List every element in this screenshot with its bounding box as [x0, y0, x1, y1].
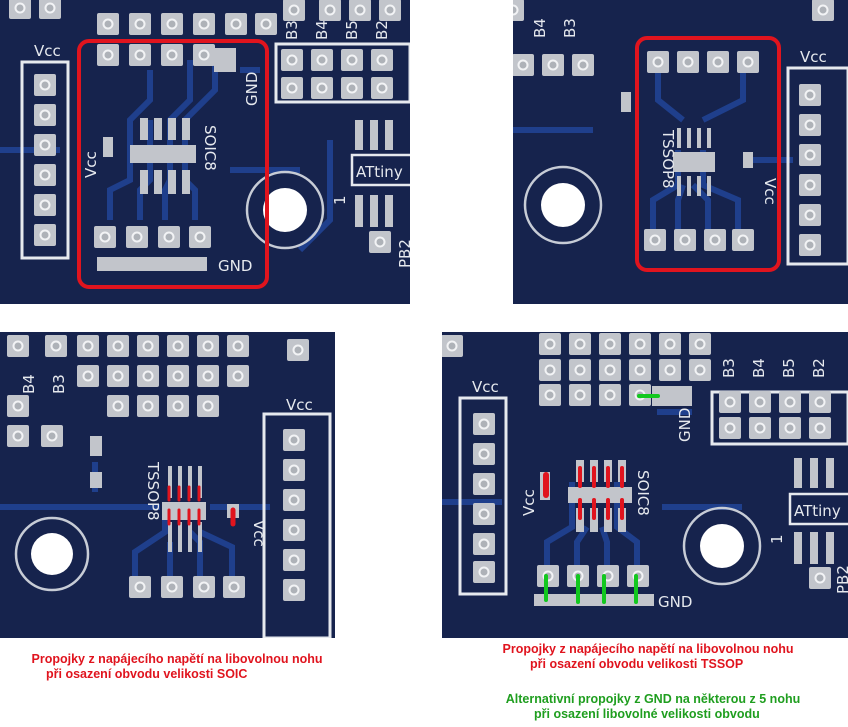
label-package: TSSOP8	[659, 129, 677, 189]
caption-gnd: Alternativní propojky z GND na některou …	[478, 692, 828, 722]
caption-tssop-line1: Propojky z napájecího napětí na libovoln…	[502, 642, 794, 656]
label-vcc-chip: Vcc	[520, 489, 538, 516]
highlight-tssop	[635, 36, 781, 272]
label-b4: B4	[750, 358, 768, 378]
caption-tssop-line2: při osazení obvodu velikosti TSSOP	[530, 657, 744, 671]
label-package: SOIC8	[201, 125, 219, 171]
label-b2: B2	[373, 20, 391, 40]
vcc-jumper-marks	[167, 485, 236, 527]
label-vcc-header: Vcc	[800, 48, 827, 66]
label-b2: B2	[810, 358, 828, 378]
label-vcc-header: Vcc	[286, 396, 313, 414]
label-b3: B3	[283, 20, 301, 40]
vcc-jumper-marks	[543, 466, 624, 520]
photo-tssop-board: B4 B3 Vcc TSSOP8 Vcc	[513, 0, 848, 304]
label-gnd-bottom: GND	[218, 257, 252, 275]
label-attiny: ATtiny	[794, 502, 841, 520]
label-b3: B3	[561, 18, 579, 38]
caption-soic-line2: při osazení obvodu velikosti SOIC	[46, 667, 248, 681]
label-gnd-top: GND	[676, 408, 694, 442]
caption-soic: Propojky z napájecího napětí na libovoln…	[12, 652, 342, 682]
caption-tssop: Propojky z napájecího napětí na libovoln…	[478, 642, 818, 672]
photo-soic-jumpers: B3 B4 B5 B2 GND Vcc ATtiny 1 PB2 Vcc SOI…	[442, 332, 848, 638]
label-b5: B5	[343, 20, 361, 40]
label-b4: B4	[313, 20, 331, 40]
highlight-soic	[77, 39, 269, 289]
label-package: TSSOP8	[144, 461, 162, 521]
label-pin1: 1	[768, 534, 786, 544]
caption-soic-line1: Propojky z napájecího napětí na libovoln…	[31, 652, 323, 666]
label-gnd-top: GND	[243, 72, 261, 106]
label-vcc-chip: Vcc	[82, 151, 100, 178]
label-vcc-header: Vcc	[472, 378, 499, 396]
label-pin1: 1	[331, 195, 349, 205]
label-pb2: PB2	[396, 239, 410, 268]
photo-soic-board: B3 B4 B5 B2 Vcc ATtiny 1 PB2 Vcc SOIC8 G…	[0, 0, 410, 304]
label-pb2: PB2	[834, 565, 848, 594]
label-package: SOIC8	[634, 470, 652, 516]
label-vcc-side: Vcc	[250, 520, 268, 547]
label-b3: B3	[720, 358, 738, 378]
caption-gnd-line1: Alternativní propojky z GND na některou …	[505, 692, 801, 706]
label-attiny: ATtiny	[356, 163, 403, 181]
label-vcc-header: Vcc	[34, 42, 61, 60]
gnd-jumper-marks	[544, 394, 660, 604]
label-vcc-side: Vcc	[761, 178, 779, 205]
label-b4: B4	[20, 374, 38, 394]
tssop-footprint	[673, 128, 753, 196]
label-gnd-bottom: GND	[658, 593, 692, 611]
caption-gnd-line2: při osazení libovolné velikosti obvodu	[534, 707, 760, 721]
photo-tssop-jumpers: B4 B3 Vcc TSSOP8 Vcc	[0, 332, 335, 638]
label-b3: B3	[50, 374, 68, 394]
label-b4: B4	[531, 18, 549, 38]
label-b5: B5	[780, 358, 798, 378]
soic-footprint	[103, 118, 196, 194]
tssop-footprint	[162, 466, 239, 552]
